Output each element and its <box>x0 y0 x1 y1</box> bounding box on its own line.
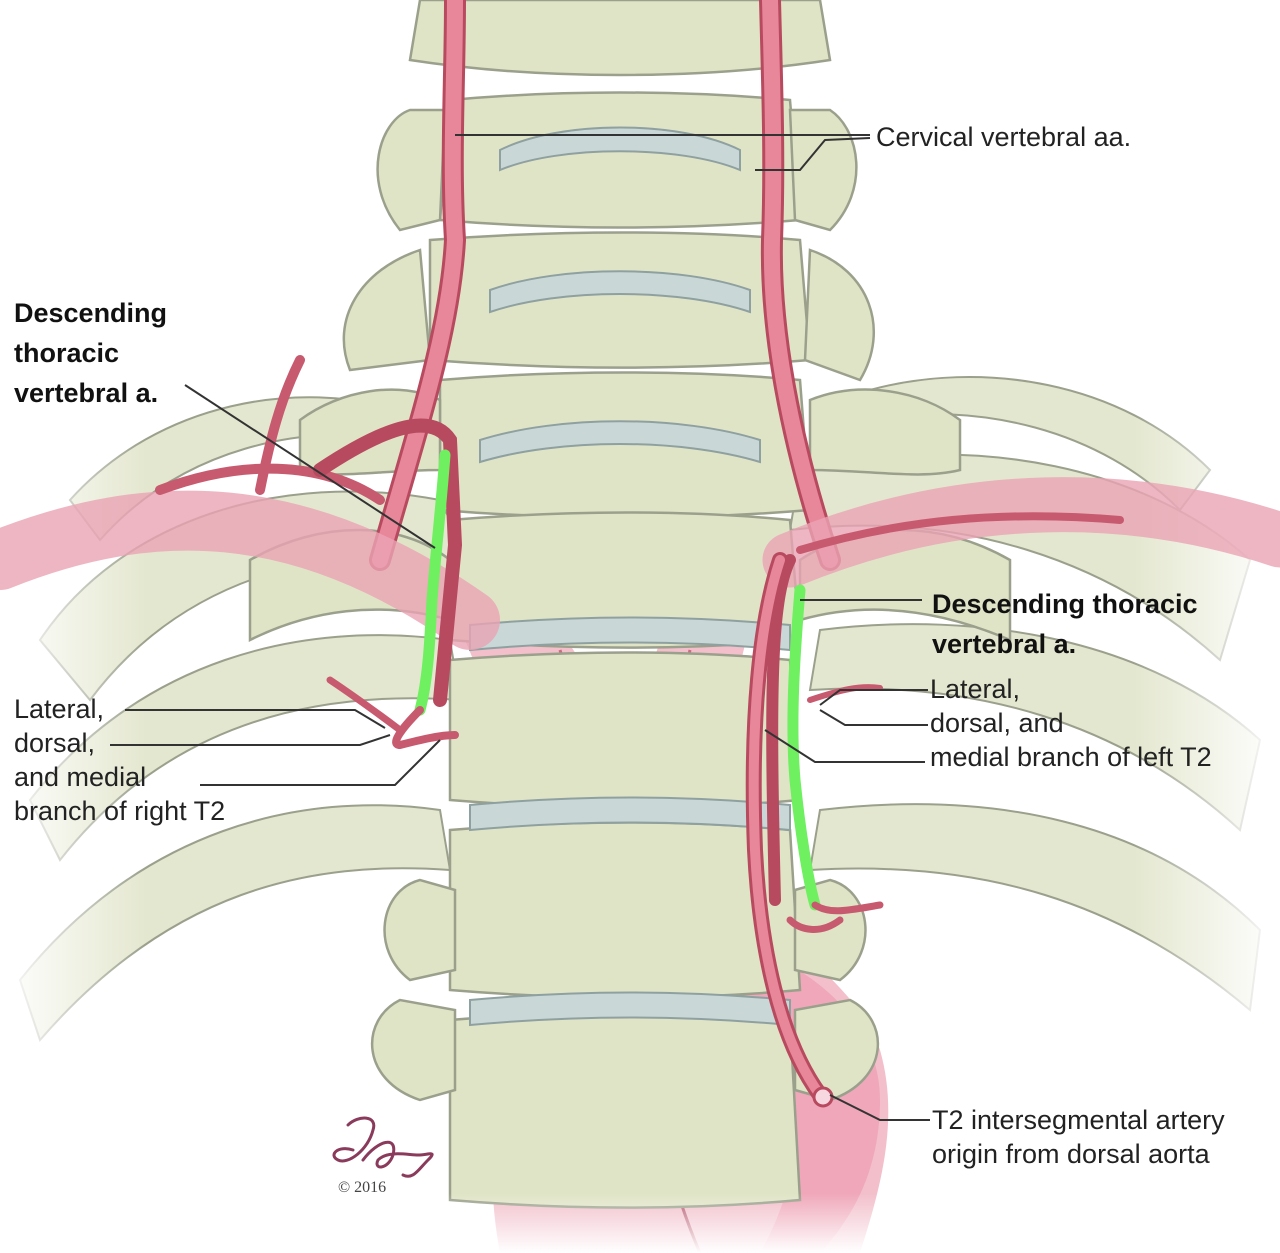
intervertebral-discs <box>469 126 791 1027</box>
label-branches-right-t2: Lateral, dorsal, and medial branch of ri… <box>14 692 225 828</box>
label-line: branch of right T2 <box>14 796 226 826</box>
label-cervical-vertebral-aa: Cervical vertebral aa. <box>876 120 1131 154</box>
label-line: dorsal, <box>14 728 96 758</box>
label-descending-thoracic-right: Descending thoracic vertebral a. <box>14 293 167 413</box>
subclavian-arteries <box>0 355 1280 650</box>
label-branches-left-t2: Lateral, dorsal, and medial branch of le… <box>930 672 1212 774</box>
cervical-vertebral-arteries <box>369 0 841 571</box>
label-line: T2 intersegmental artery <box>932 1105 1225 1135</box>
right-descending-thoracic-vertebral-artery <box>313 418 463 750</box>
label-line: origin from dorsal aorta <box>932 1139 1210 1169</box>
svg-text:© 2016: © 2016 <box>338 1179 386 1196</box>
label-line: dorsal, and <box>930 708 1064 738</box>
t2-intersegmental-origin <box>812 1086 834 1108</box>
label-line: Lateral, <box>930 674 1021 704</box>
label-line: Descending <box>14 298 168 328</box>
artist-signature: © 2016 <box>332 1116 434 1196</box>
label-line: medial branch of left T2 <box>930 742 1212 772</box>
label-line: thoracic <box>14 338 120 368</box>
label-line: Lateral, <box>14 694 105 724</box>
label-line: Cervical vertebral aa. <box>876 122 1132 152</box>
label-line: and medial <box>14 762 147 792</box>
label-line: vertebral a. <box>14 378 159 408</box>
label-descending-thoracic-left: Descending thoracic vertebral a. <box>932 584 1198 664</box>
label-line: Descending thoracic <box>932 589 1198 619</box>
left-descending-thoracic-vertebral-artery <box>745 552 884 1103</box>
label-line: vertebral a. <box>932 629 1077 659</box>
leader-lines <box>110 134 930 1121</box>
label-t2-intersegmental-origin: T2 intersegmental artery origin from dor… <box>932 1103 1225 1171</box>
